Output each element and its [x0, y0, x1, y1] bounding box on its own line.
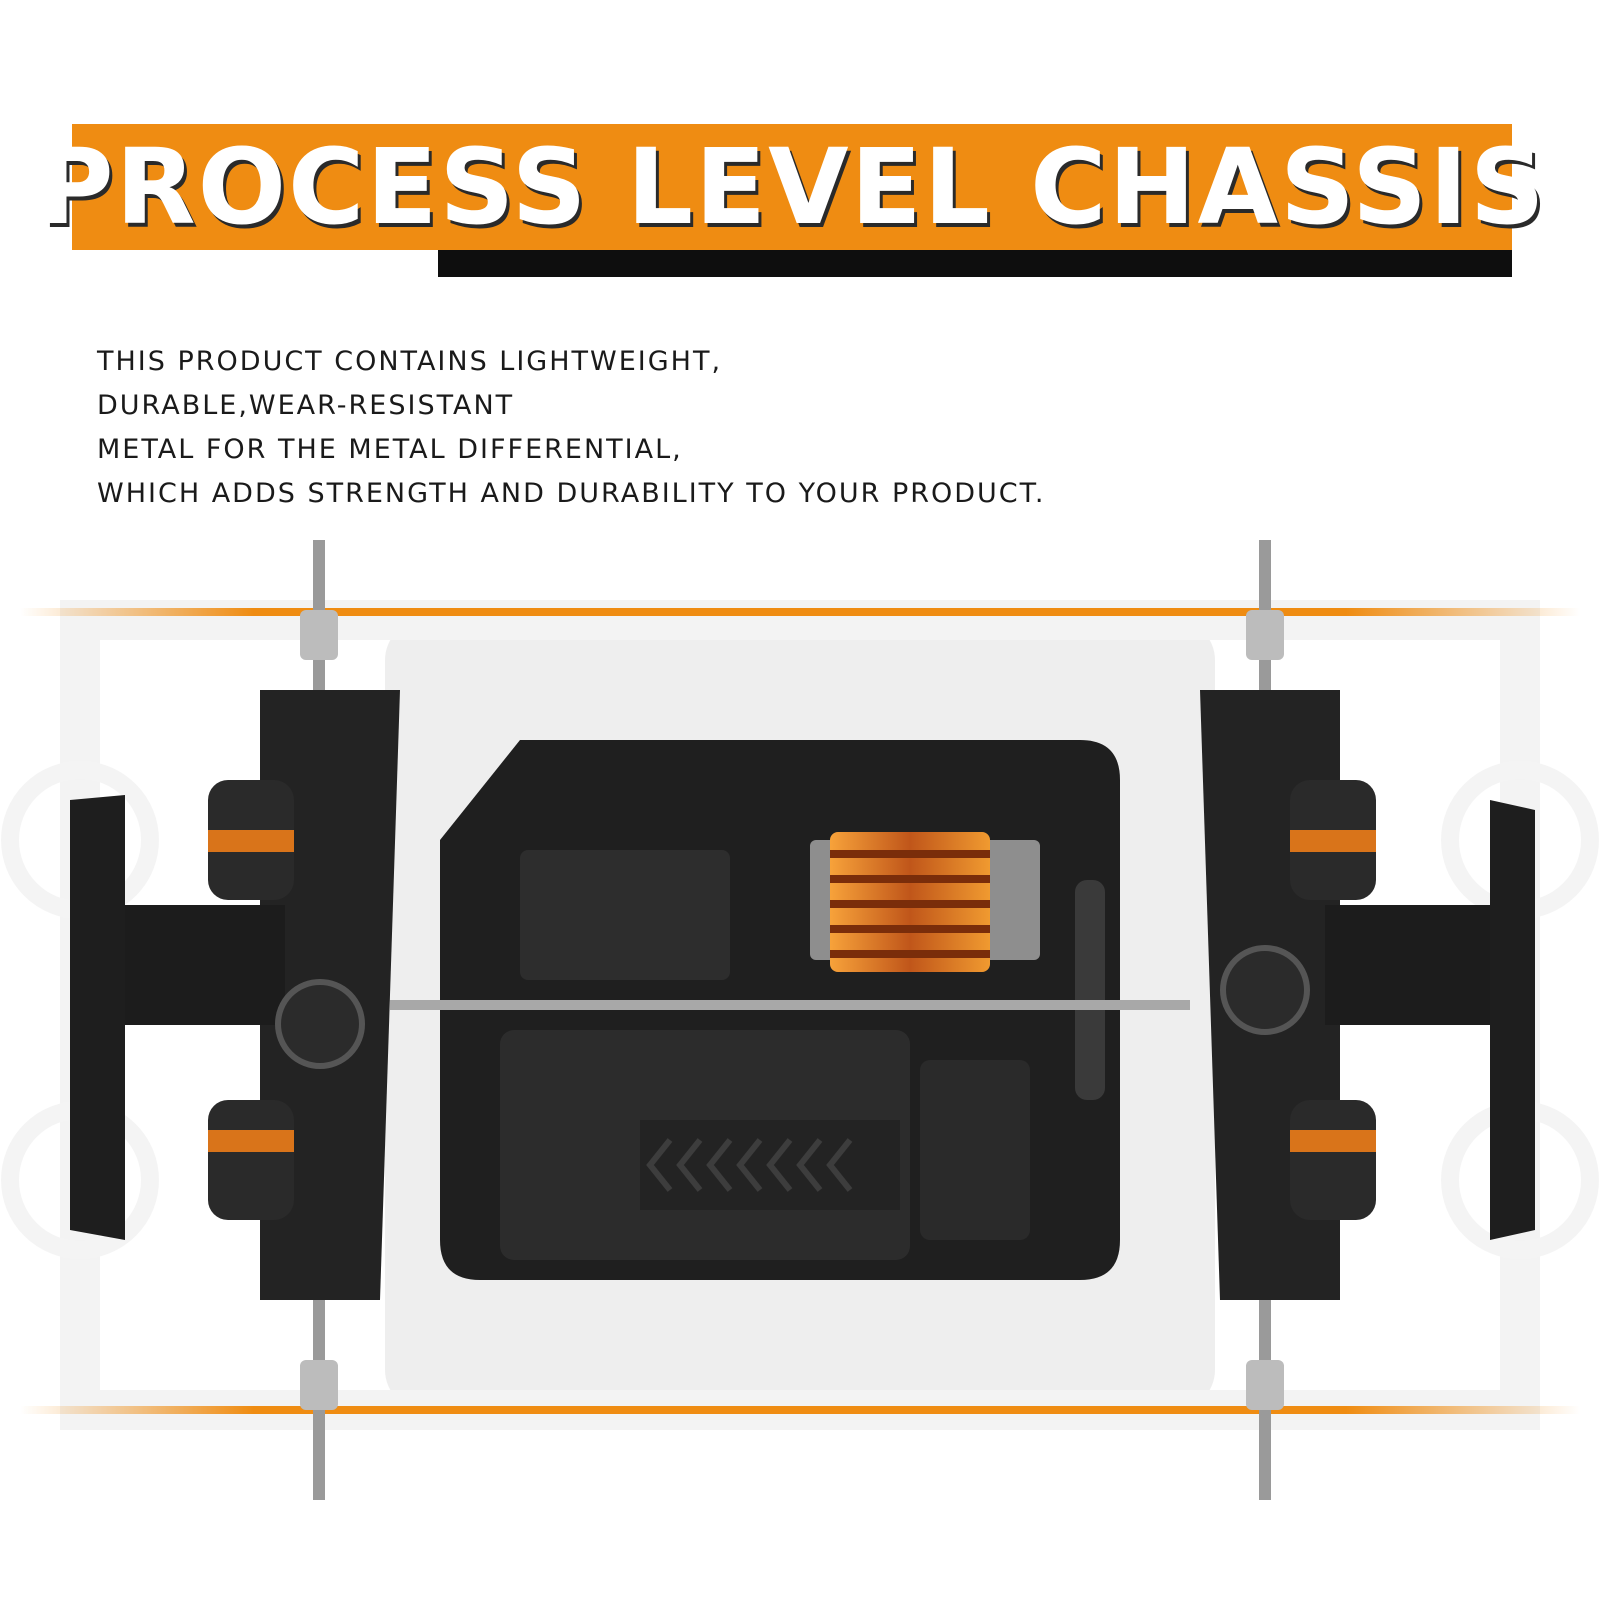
front-bumper [70, 795, 125, 1240]
battery-tray [500, 1030, 1030, 1260]
bottom-guide-line [20, 1406, 1580, 1414]
description-line-2: DURABLE,WEAR-RESISTANT [97, 390, 515, 421]
description-line-3: METAL FOR THE METAL DIFFERENTIAL, [97, 434, 683, 465]
title-banner: PROCESS LEVEL CHASSIS [37, 124, 1545, 250]
spur-gear [1075, 880, 1105, 1100]
front-differential [275, 979, 365, 1069]
receiver-box [520, 850, 730, 980]
front-shock-top [208, 780, 294, 900]
rear-shock-bottom [1290, 1100, 1376, 1220]
description-line-4: WHICH ADDS STRENGTH AND DURABILITY TO YO… [97, 478, 1046, 509]
rear-shock-top [1290, 780, 1376, 900]
rear-bumper [1490, 800, 1535, 1240]
front-shock-bottom [208, 1100, 294, 1220]
product-description: THIS PRODUCT CONTAINS LIGHTWEIGHT, DURAB… [97, 340, 1197, 516]
top-guide-line [20, 608, 1580, 616]
banner-underline [438, 250, 1512, 277]
banner-title: PROCESS LEVEL CHASSIS [37, 126, 1547, 248]
rear-differential [1220, 945, 1310, 1035]
center-driveshaft [390, 1000, 1190, 1010]
motor [810, 832, 1040, 972]
chassis-illustration [1, 540, 1599, 1500]
description-line-1: THIS PRODUCT CONTAINS LIGHTWEIGHT, [97, 346, 723, 377]
